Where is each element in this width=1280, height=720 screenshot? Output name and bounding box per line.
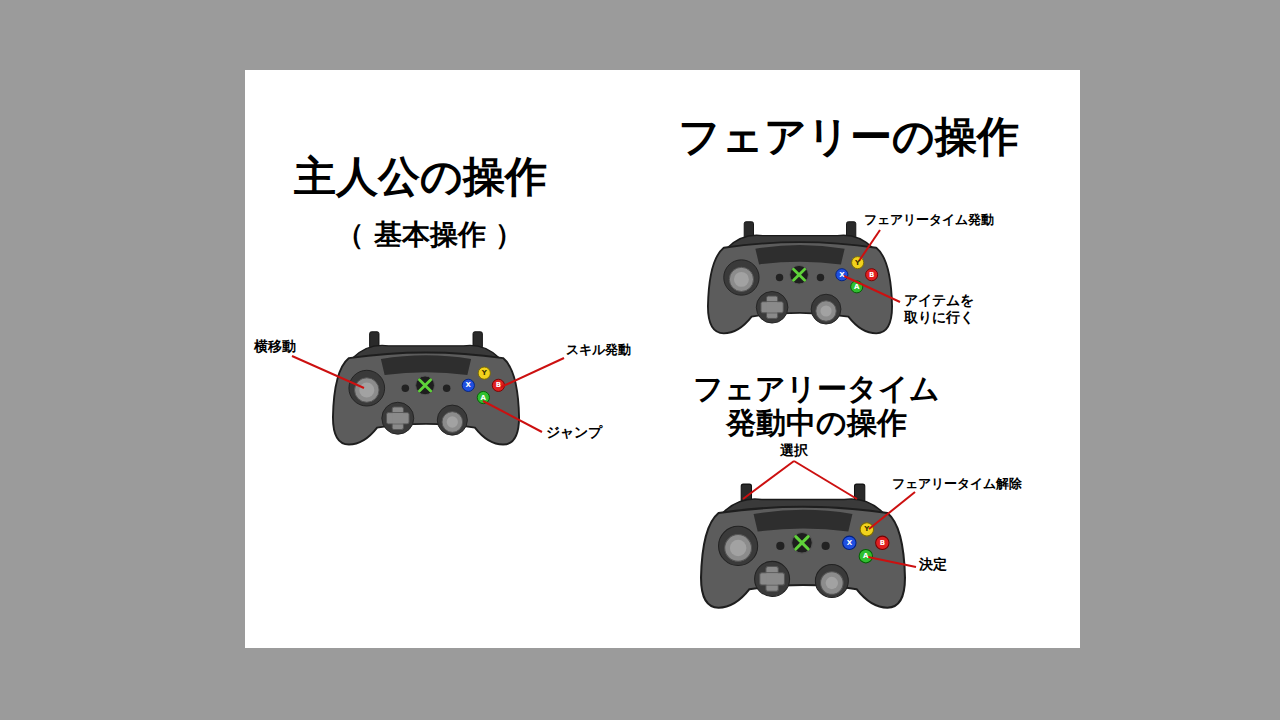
- button-letter: A: [852, 282, 862, 292]
- button-letter: Y: [853, 258, 863, 268]
- callout-label: スキル発動: [566, 342, 631, 358]
- controller: [333, 332, 519, 445]
- button-letter: Y: [862, 524, 872, 534]
- section-heading: フェアリータイム 発動中の操作: [690, 372, 942, 440]
- button-letter: X: [844, 538, 854, 548]
- callout-label: ジャンプ: [546, 424, 602, 441]
- controller: [708, 222, 892, 334]
- callout-label: アイテムを 取りに行く: [904, 292, 980, 326]
- button-letter: A: [861, 551, 871, 561]
- callout-label: 選択: [780, 442, 808, 459]
- callout-label: フェアリータイム発動: [864, 212, 994, 228]
- section-heading: 主人公の操作: [294, 152, 547, 202]
- button-letter: B: [877, 538, 887, 548]
- button-letter: B: [493, 380, 503, 390]
- button-letter: X: [837, 270, 847, 280]
- callout-label: フェアリータイム解除: [892, 476, 1022, 492]
- section-heading: フェアリーの操作: [678, 112, 1019, 162]
- button-letter: Y: [479, 368, 489, 378]
- callout-label: 横移動: [254, 338, 296, 355]
- button-letter: B: [867, 270, 877, 280]
- controller: [701, 484, 905, 608]
- callout-label: 決定: [919, 556, 947, 573]
- button-letter: X: [463, 380, 473, 390]
- button-letter: A: [478, 393, 488, 403]
- section-subheading: （ 基本操作 ）: [336, 218, 524, 252]
